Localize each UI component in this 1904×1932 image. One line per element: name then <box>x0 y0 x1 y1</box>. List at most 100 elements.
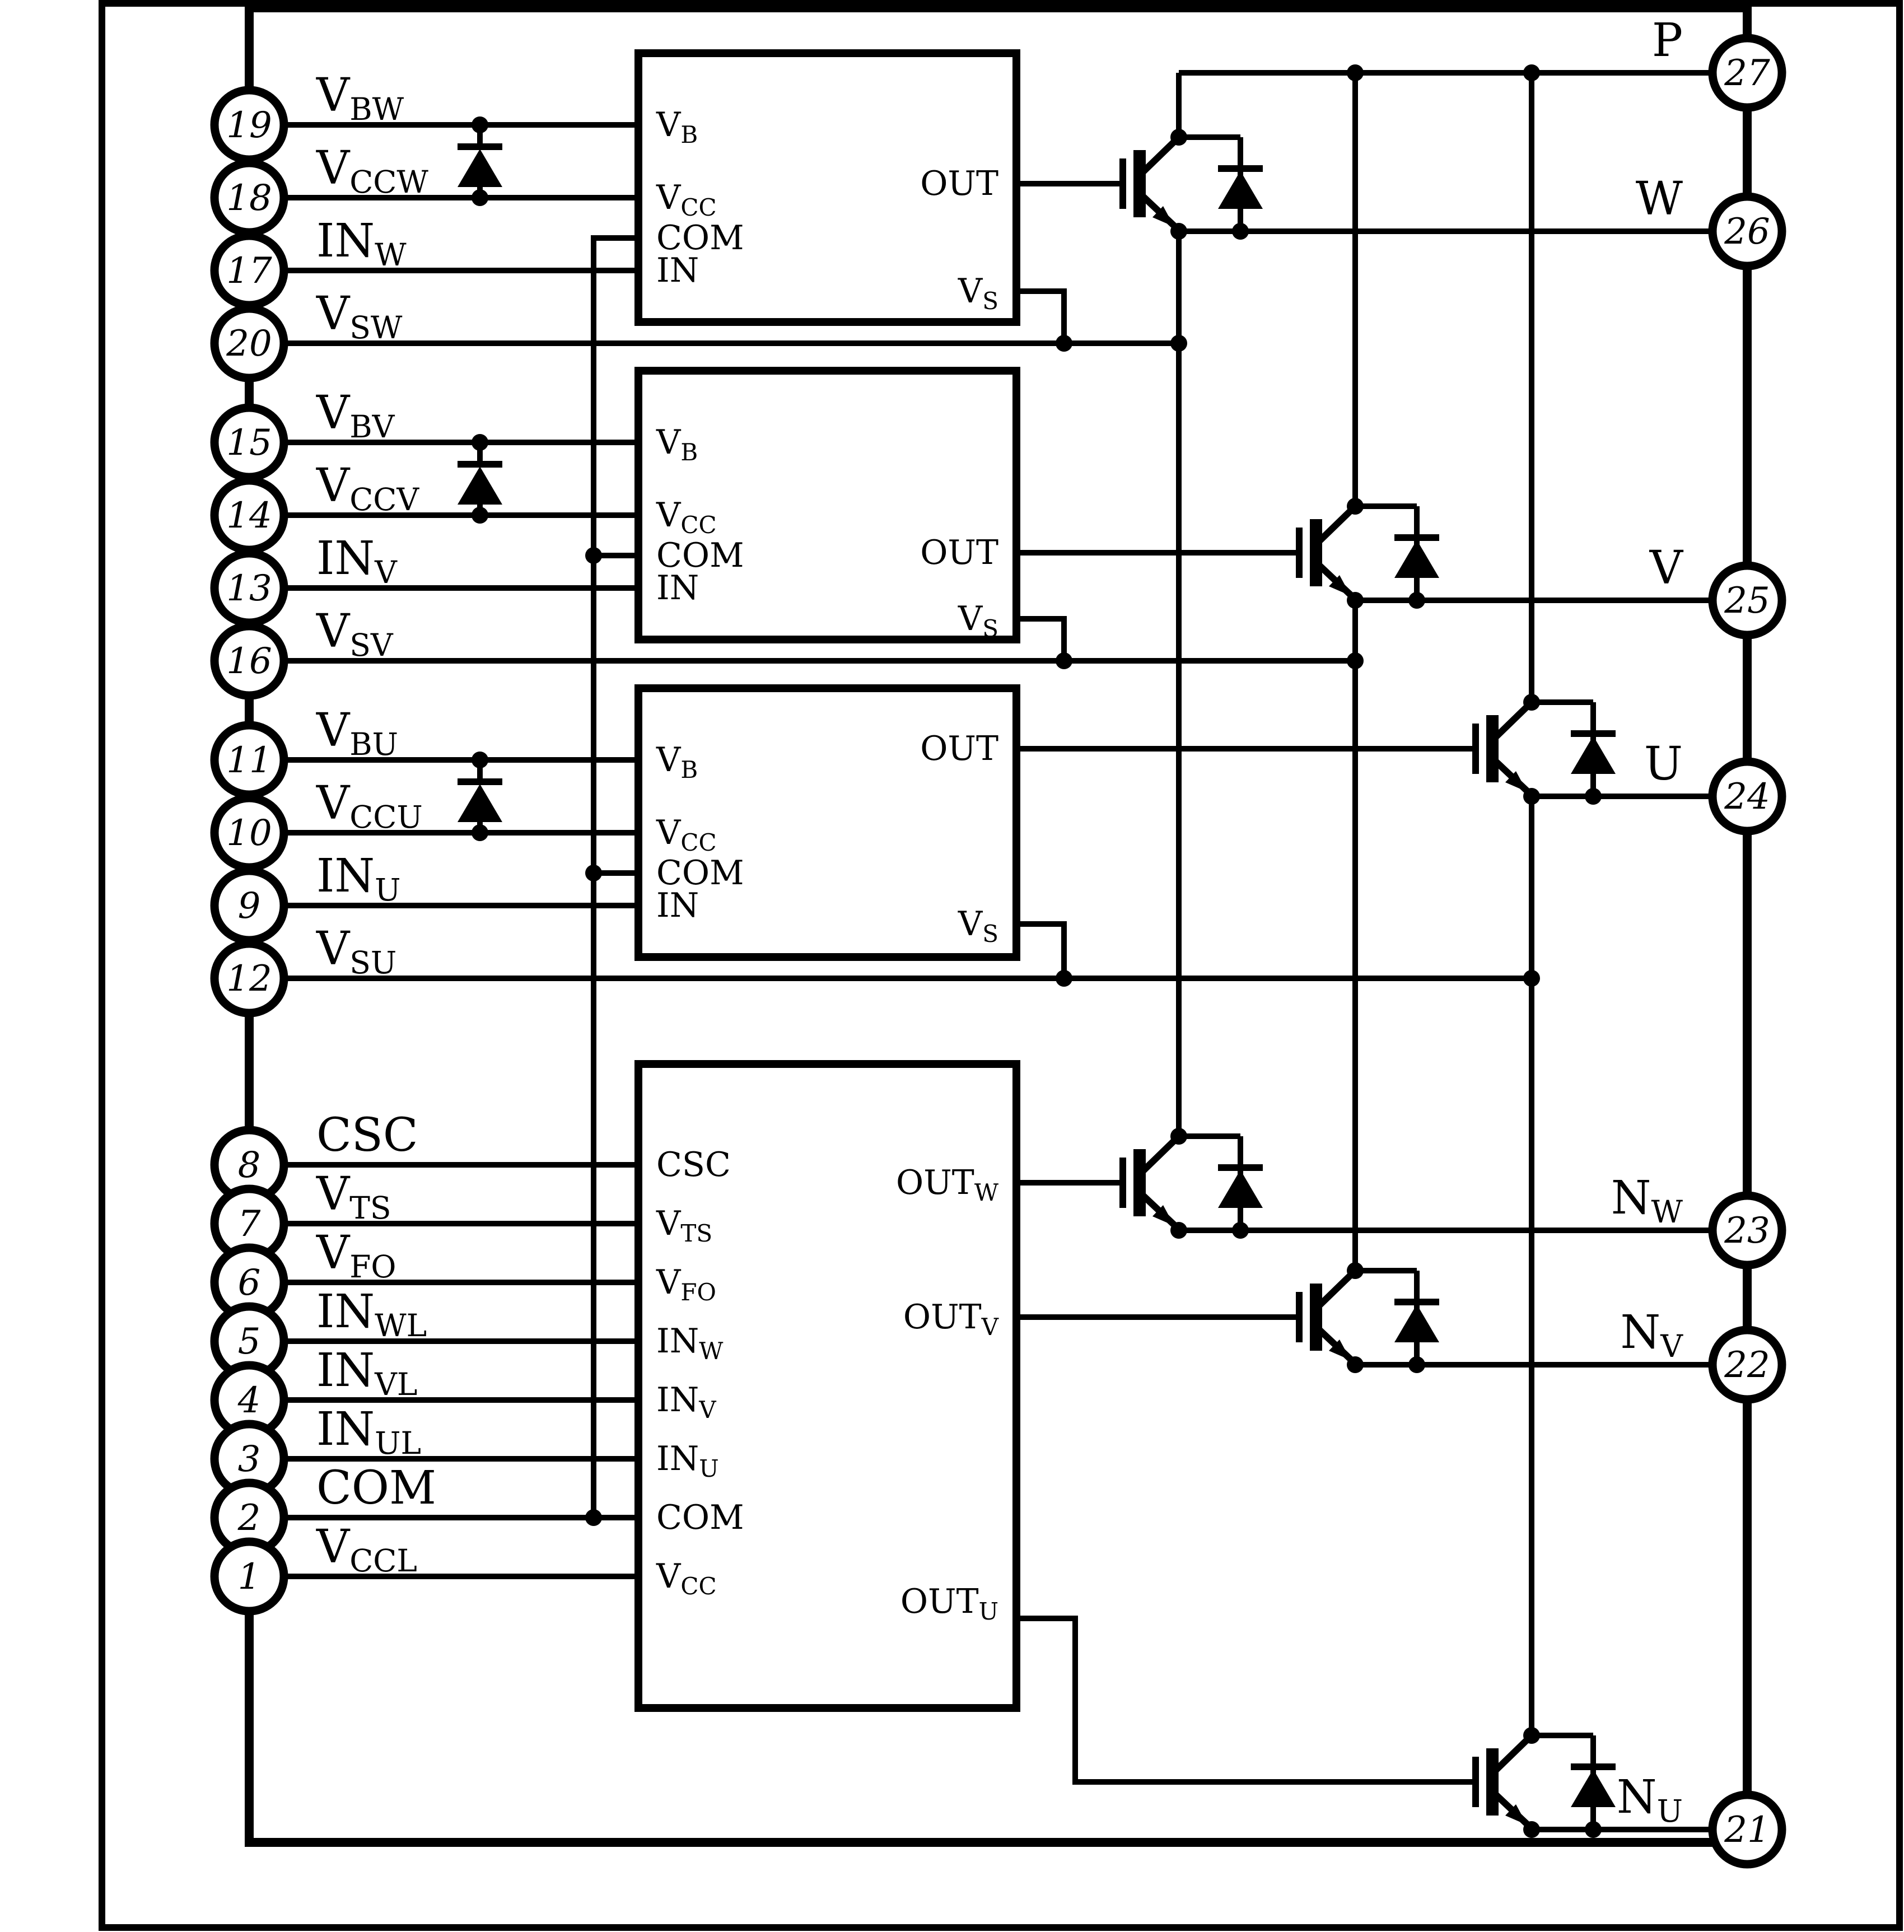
svg-text:VFO: VFO <box>656 1263 716 1306</box>
pin-label-com: COM <box>316 1462 436 1515</box>
fwd-diode-high-v <box>1355 503 1439 600</box>
svg-text:OUTU: OUTU <box>900 1582 998 1625</box>
svg-text:INV: INV <box>656 1380 716 1424</box>
pin-label-v: V <box>1649 542 1684 595</box>
svg-text:VCC: VCC <box>656 813 717 856</box>
pin-label-inwl: INWL <box>316 1285 427 1343</box>
svg-text:19: 19 <box>226 105 272 146</box>
pin-label-w: W <box>1636 172 1683 226</box>
pin-26: 26 <box>1708 192 1786 270</box>
svg-text:COM: COM <box>656 536 744 575</box>
pin-label-vbw: VBW <box>316 69 404 127</box>
pin-16: 16 <box>210 622 288 700</box>
svg-text:24: 24 <box>1724 776 1770 818</box>
svg-text:16: 16 <box>226 641 272 682</box>
svg-text:COM: COM <box>656 853 744 893</box>
svg-text:23: 23 <box>1724 1210 1770 1252</box>
igbt-low-w <box>1119 1133 1182 1232</box>
svg-text:17: 17 <box>226 250 272 292</box>
pin-label-nu: NU <box>1617 1771 1683 1829</box>
svg-text:IN: IN <box>656 568 699 608</box>
svg-text:26: 26 <box>1724 211 1770 253</box>
svg-text:1: 1 <box>238 1556 261 1598</box>
pin-label-vbv: VBV <box>316 386 395 445</box>
svg-text:6: 6 <box>238 1262 261 1304</box>
pin-10: 10 <box>210 794 288 872</box>
pin-label-vsu: VSU <box>316 922 396 981</box>
svg-text:OUT: OUT <box>920 164 998 203</box>
signal-wires <box>284 122 1532 1785</box>
pin-7: 7 <box>210 1184 288 1263</box>
fwd-diode-high-u <box>1532 699 1616 796</box>
pin-12: 12 <box>210 939 288 1018</box>
pin-label-inw: INW <box>316 214 407 273</box>
igbt-high-v <box>1296 503 1358 602</box>
pin-24: 24 <box>1708 757 1786 836</box>
pin-2: 2 <box>210 1478 288 1557</box>
pin-label-invl: INVL <box>316 1344 417 1402</box>
svg-text:3: 3 <box>238 1439 261 1480</box>
pin-label-vfo: VFO <box>316 1226 396 1285</box>
svg-text:18: 18 <box>226 178 272 219</box>
pin-19: 19 <box>210 86 288 164</box>
pin-label-vccv: VCCV <box>316 459 419 517</box>
svg-text:27: 27 <box>1724 53 1770 94</box>
pin-label-vsw: VSW <box>316 287 403 346</box>
pin-label-u: U <box>1644 738 1683 791</box>
fwd-diode-low-w <box>1179 1133 1263 1230</box>
pin-label-vts: VTS <box>316 1168 391 1226</box>
pin-13: 13 <box>210 549 288 627</box>
fwd-diode-low-v <box>1355 1268 1439 1365</box>
svg-text:7: 7 <box>238 1203 261 1245</box>
fwd-diode-high-w <box>1179 134 1263 231</box>
pin-1: 1 <box>210 1537 288 1616</box>
pins-right: 27 P 26 W 25 V 24 U 23 NW 22 NV 21 NU <box>1611 14 1786 1869</box>
pin-20: 20 <box>210 304 288 382</box>
power-wires <box>1176 70 1712 1832</box>
pin-label-vbu: VBU <box>316 704 398 762</box>
svg-text:VCC: VCC <box>656 496 717 539</box>
pin-label-nv: NV <box>1621 1306 1684 1364</box>
bootstrap-diode-w <box>458 125 502 198</box>
pin-5: 5 <box>210 1302 288 1380</box>
svg-text:20: 20 <box>226 323 272 365</box>
svg-text:VB: VB <box>656 423 698 466</box>
hvic-block-v: VB VCC COM IN OUT VS <box>634 367 1020 643</box>
igbt-low-u <box>1472 1733 1534 1831</box>
hvic-block-w: VB VCC COM IN OUT VS <box>634 49 1020 326</box>
pin-15: 15 <box>210 403 288 482</box>
svg-text:CSC: CSC <box>656 1145 731 1184</box>
svg-text:8: 8 <box>238 1145 261 1186</box>
svg-text:VB: VB <box>656 105 698 148</box>
svg-text:VCC: VCC <box>656 1557 717 1600</box>
pin-label-inu: INU <box>316 850 401 908</box>
junction-dots <box>472 64 1602 1838</box>
svg-text:COM: COM <box>656 1498 744 1537</box>
svg-text:IN: IN <box>656 251 699 290</box>
svg-text:VS: VS <box>958 272 998 315</box>
igbt-high-u <box>1472 699 1534 798</box>
igbt-high-w <box>1119 134 1182 233</box>
bootstrap-diode-v <box>458 442 502 515</box>
svg-text:11: 11 <box>226 740 272 781</box>
pin-label-vccw: VCCW <box>316 142 428 200</box>
svg-text:COM: COM <box>656 218 744 258</box>
svg-text:OUT: OUT <box>920 729 998 768</box>
svg-text:10: 10 <box>226 813 272 854</box>
pin-11: 11 <box>210 721 288 799</box>
pin-27: 27 <box>1708 34 1786 112</box>
pin-22: 22 <box>1708 1326 1786 1404</box>
svg-text:VTS: VTS <box>656 1204 712 1247</box>
svg-text:VCC: VCC <box>656 178 717 221</box>
pin-25: 25 <box>1708 561 1786 640</box>
svg-text:12: 12 <box>226 958 272 1000</box>
pin-label-inv: INV <box>316 532 398 590</box>
pin-label-vccl: VCCL <box>316 1520 417 1579</box>
svg-text:INW: INW <box>656 1322 724 1365</box>
svg-text:VS: VS <box>958 904 998 948</box>
svg-text:IN: IN <box>656 886 699 925</box>
svg-text:25: 25 <box>1724 580 1770 622</box>
svg-text:OUTW: OUTW <box>896 1163 999 1206</box>
pin-label-vccu: VCCU <box>316 777 423 835</box>
